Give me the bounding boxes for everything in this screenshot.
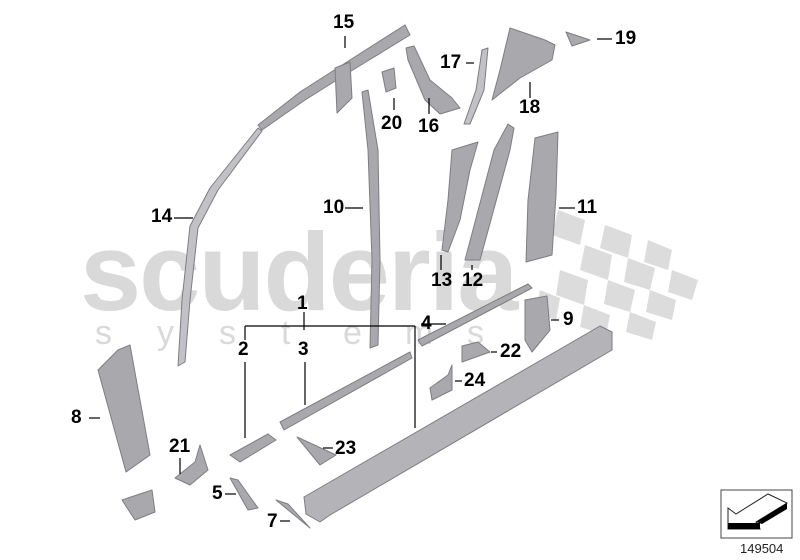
part-lower-bracket — [121, 489, 156, 521]
callout-15: 15 — [333, 12, 355, 33]
part-2-sill-end — [229, 433, 277, 463]
part-7-plate — [275, 499, 311, 529]
part-rocker-panel — [303, 325, 613, 523]
part-17-strip — [463, 47, 489, 125]
callout-17: 17 — [440, 52, 462, 73]
callout-7: 7 — [267, 511, 278, 532]
part-15-bracket — [334, 61, 353, 114]
orientation-arrow-icon — [720, 489, 793, 539]
callout-21: 21 — [169, 436, 191, 457]
part-3-sill-strip — [279, 351, 413, 431]
checkered-flag-watermark — [536, 210, 698, 340]
part-16-reinforcement — [405, 45, 461, 115]
part-21-bracket — [174, 444, 209, 486]
callout-20: 20 — [381, 113, 403, 134]
part-24-gusset — [429, 364, 453, 401]
part-23-gusset — [296, 436, 337, 466]
part-10-b-pillar — [361, 89, 381, 349]
callout-23: 23 — [335, 438, 357, 459]
callout-22: 22 — [500, 341, 522, 362]
part-22-gusset — [461, 341, 491, 363]
part-19-triangle — [565, 31, 591, 47]
callout-19: 19 — [615, 28, 637, 49]
part-4-sill-inner — [417, 283, 533, 347]
part-13-panel — [441, 141, 479, 253]
callout-24: 24 — [464, 370, 486, 391]
leader-lines — [89, 36, 612, 522]
callout-10: 10 — [323, 197, 345, 218]
callout-4: 4 — [421, 313, 432, 334]
callout-2: 2 — [238, 339, 249, 360]
part-11-c-pillar — [525, 131, 559, 263]
callout-3: 3 — [298, 339, 309, 360]
part-15-roof-rail — [257, 24, 411, 131]
part-5-plate — [229, 477, 259, 511]
callout-18: 18 — [519, 97, 541, 118]
callout-9: 9 — [563, 309, 574, 330]
callout-14: 14 — [151, 206, 173, 227]
part-18-panel — [491, 27, 556, 101]
diagram-code: 149504 — [740, 541, 784, 556]
part-9-bracket — [524, 295, 551, 353]
callout-11: 11 — [577, 197, 598, 218]
callout-13: 13 — [431, 270, 453, 291]
callout-16: 16 — [418, 116, 440, 137]
callout-5: 5 — [212, 483, 223, 504]
part-8-b-pillar-lower — [97, 344, 151, 473]
part-12-pillar — [464, 123, 515, 261]
callout-1: 1 — [297, 293, 308, 314]
part-20-bracket — [381, 67, 397, 93]
callout-12: 12 — [462, 270, 484, 291]
part-14-a-pillar — [177, 127, 263, 367]
callout-8: 8 — [71, 407, 82, 428]
